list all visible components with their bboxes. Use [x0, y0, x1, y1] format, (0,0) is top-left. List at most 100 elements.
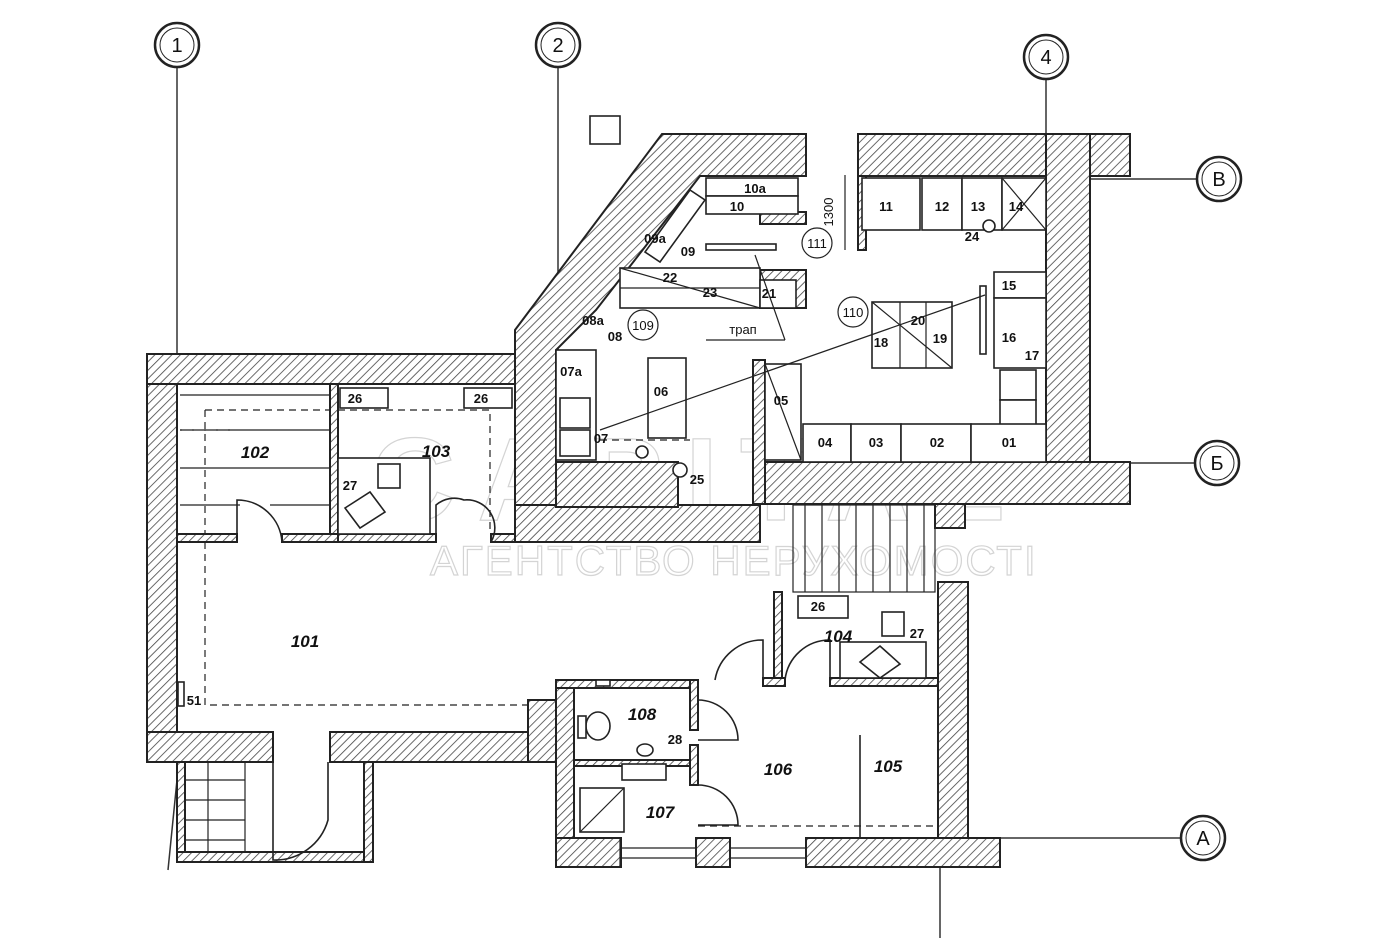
axis-label-2: 2	[552, 35, 563, 57]
chair-103	[377, 463, 401, 489]
equipment-label-07: 07	[594, 431, 608, 446]
equipment-07a-box	[559, 397, 591, 429]
wall	[762, 677, 786, 687]
dashed-line	[338, 409, 491, 534]
equipment-label-51: 51	[187, 693, 201, 708]
wall	[689, 679, 699, 731]
wall	[281, 533, 339, 543]
equipment-label-09: 09	[681, 244, 695, 259]
equipment-26-c	[797, 595, 849, 619]
equipment-label-14: 14	[1009, 199, 1024, 214]
svg-text:111: 111	[807, 236, 827, 251]
equipment-label-01: 01	[1002, 435, 1016, 450]
door	[236, 499, 283, 543]
door	[435, 497, 496, 543]
desk-chair-104	[858, 644, 902, 679]
equipment-label-10: 10	[730, 199, 744, 214]
equipment-label-05: 05	[774, 393, 788, 408]
equipment-label-26-b: 26	[474, 391, 488, 406]
wall	[363, 761, 374, 863]
wall	[1045, 133, 1091, 465]
axis-label-1: 1	[171, 35, 182, 57]
axis-label-v: В	[1212, 169, 1225, 191]
axis-label-a: А	[1196, 828, 1210, 850]
equipment-label-15: 15	[1002, 278, 1016, 293]
axis-bubble-2: 2	[534, 21, 582, 69]
equipment-12	[921, 177, 963, 231]
door	[714, 639, 764, 681]
equipment-11	[861, 177, 921, 231]
room-label-106: 106	[764, 760, 793, 779]
equipment-label-20: 20	[911, 313, 925, 328]
wall	[146, 353, 178, 763]
room-labels: 102 103 101 104 108 106 105 107	[241, 442, 903, 822]
trap-label: трап	[729, 322, 756, 337]
storage-racks	[180, 394, 330, 506]
equipment-label-21: 21	[762, 286, 776, 301]
room-label-103: 103	[422, 442, 451, 461]
dashed-line	[204, 542, 528, 706]
room-label-110: 110	[837, 296, 869, 328]
equipment-26-a	[339, 387, 389, 409]
equipment-01	[970, 423, 1047, 463]
dimension-label: 1300	[821, 198, 836, 227]
room-label-105: 105	[874, 757, 903, 776]
room-label-109: 109	[627, 309, 659, 341]
wall	[752, 461, 1131, 505]
equipment-label-13: 13	[971, 199, 985, 214]
equipment-label-06: 06	[654, 384, 668, 399]
column-marker	[589, 115, 621, 145]
equipment-03	[850, 423, 902, 463]
equipment-label-12: 12	[935, 199, 949, 214]
equipment-10	[705, 195, 799, 215]
wall	[146, 731, 274, 763]
wall	[695, 837, 731, 868]
axis-label-b: Б	[1210, 453, 1223, 475]
doors	[236, 497, 861, 861]
drain	[982, 219, 996, 233]
dashed-lines	[204, 409, 938, 827]
equipment-09a	[643, 188, 707, 264]
sink-107	[621, 763, 667, 781]
wall	[329, 731, 559, 763]
drain	[635, 445, 649, 459]
equipment-label-11: 11	[879, 199, 893, 214]
sink-108	[636, 743, 654, 757]
equipment-label-08a: 08а	[582, 313, 604, 328]
trap-line	[754, 254, 786, 341]
wall	[773, 591, 783, 685]
room-label-104: 104	[824, 627, 853, 646]
room-label-111: 111	[801, 227, 833, 259]
desk-chair-103	[343, 490, 387, 530]
equipment-label-09a: 09а	[644, 231, 666, 246]
axis-label-4: 4	[1040, 47, 1051, 69]
door	[272, 762, 329, 861]
wall	[514, 504, 761, 543]
drain-line	[599, 294, 986, 431]
toilet-108	[585, 711, 611, 741]
equipment-label-26-c: 26	[811, 599, 825, 614]
axis-bubble-b: Б	[1193, 439, 1241, 487]
equipment-label-18: 18	[874, 335, 888, 350]
equipment-16-17	[993, 297, 1047, 369]
equipment-label-26-a: 26	[348, 391, 362, 406]
svg-text:110: 110	[843, 305, 864, 320]
equipment-box	[999, 369, 1037, 401]
axis-bubble-1: 1	[153, 21, 201, 69]
equipment-label-24: 24	[965, 229, 980, 244]
equipment-04	[802, 423, 852, 463]
wall	[146, 353, 520, 385]
equipment-label-10a: 10а	[744, 181, 766, 196]
door	[697, 784, 739, 826]
equipment	[177, 115, 1047, 833]
wall	[689, 744, 699, 786]
equipment-label-23: 23	[703, 285, 717, 300]
room-label-101: 101	[291, 632, 319, 651]
wall	[337, 533, 437, 543]
vent	[595, 679, 611, 687]
wall	[176, 533, 238, 543]
axis-bubble-v: В	[1195, 155, 1243, 203]
toilet-tank-108	[577, 715, 587, 739]
equipment-label-04: 04	[818, 435, 833, 450]
equipment-label-28: 28	[668, 732, 682, 747]
